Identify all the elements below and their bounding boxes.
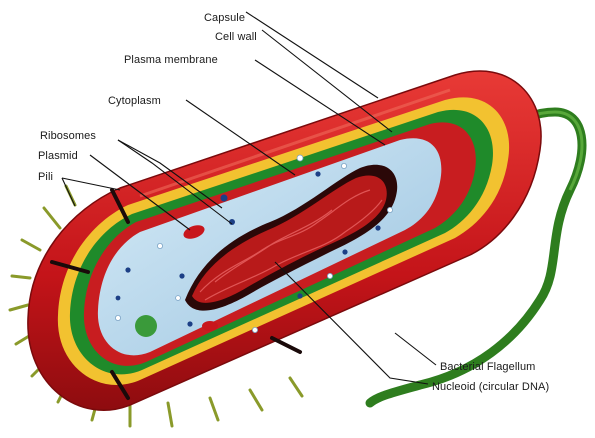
label-nucleoid: Nucleoid (circular DNA) (432, 381, 549, 393)
label-ribosomes: Ribosomes (40, 130, 96, 142)
label-cytoplasm: Cytoplasm (108, 95, 161, 107)
storage-granule (135, 315, 157, 337)
label-capsule: Capsule (204, 12, 245, 24)
label-plasma-membrane: Plasma membrane (124, 54, 218, 66)
label-pili: Pili (38, 171, 53, 183)
label-bacterial-flagellum: Bacterial Flagellum (440, 361, 535, 373)
label-plasmid: Plasmid (38, 150, 78, 162)
label-cell-wall: Cell wall (215, 31, 257, 43)
